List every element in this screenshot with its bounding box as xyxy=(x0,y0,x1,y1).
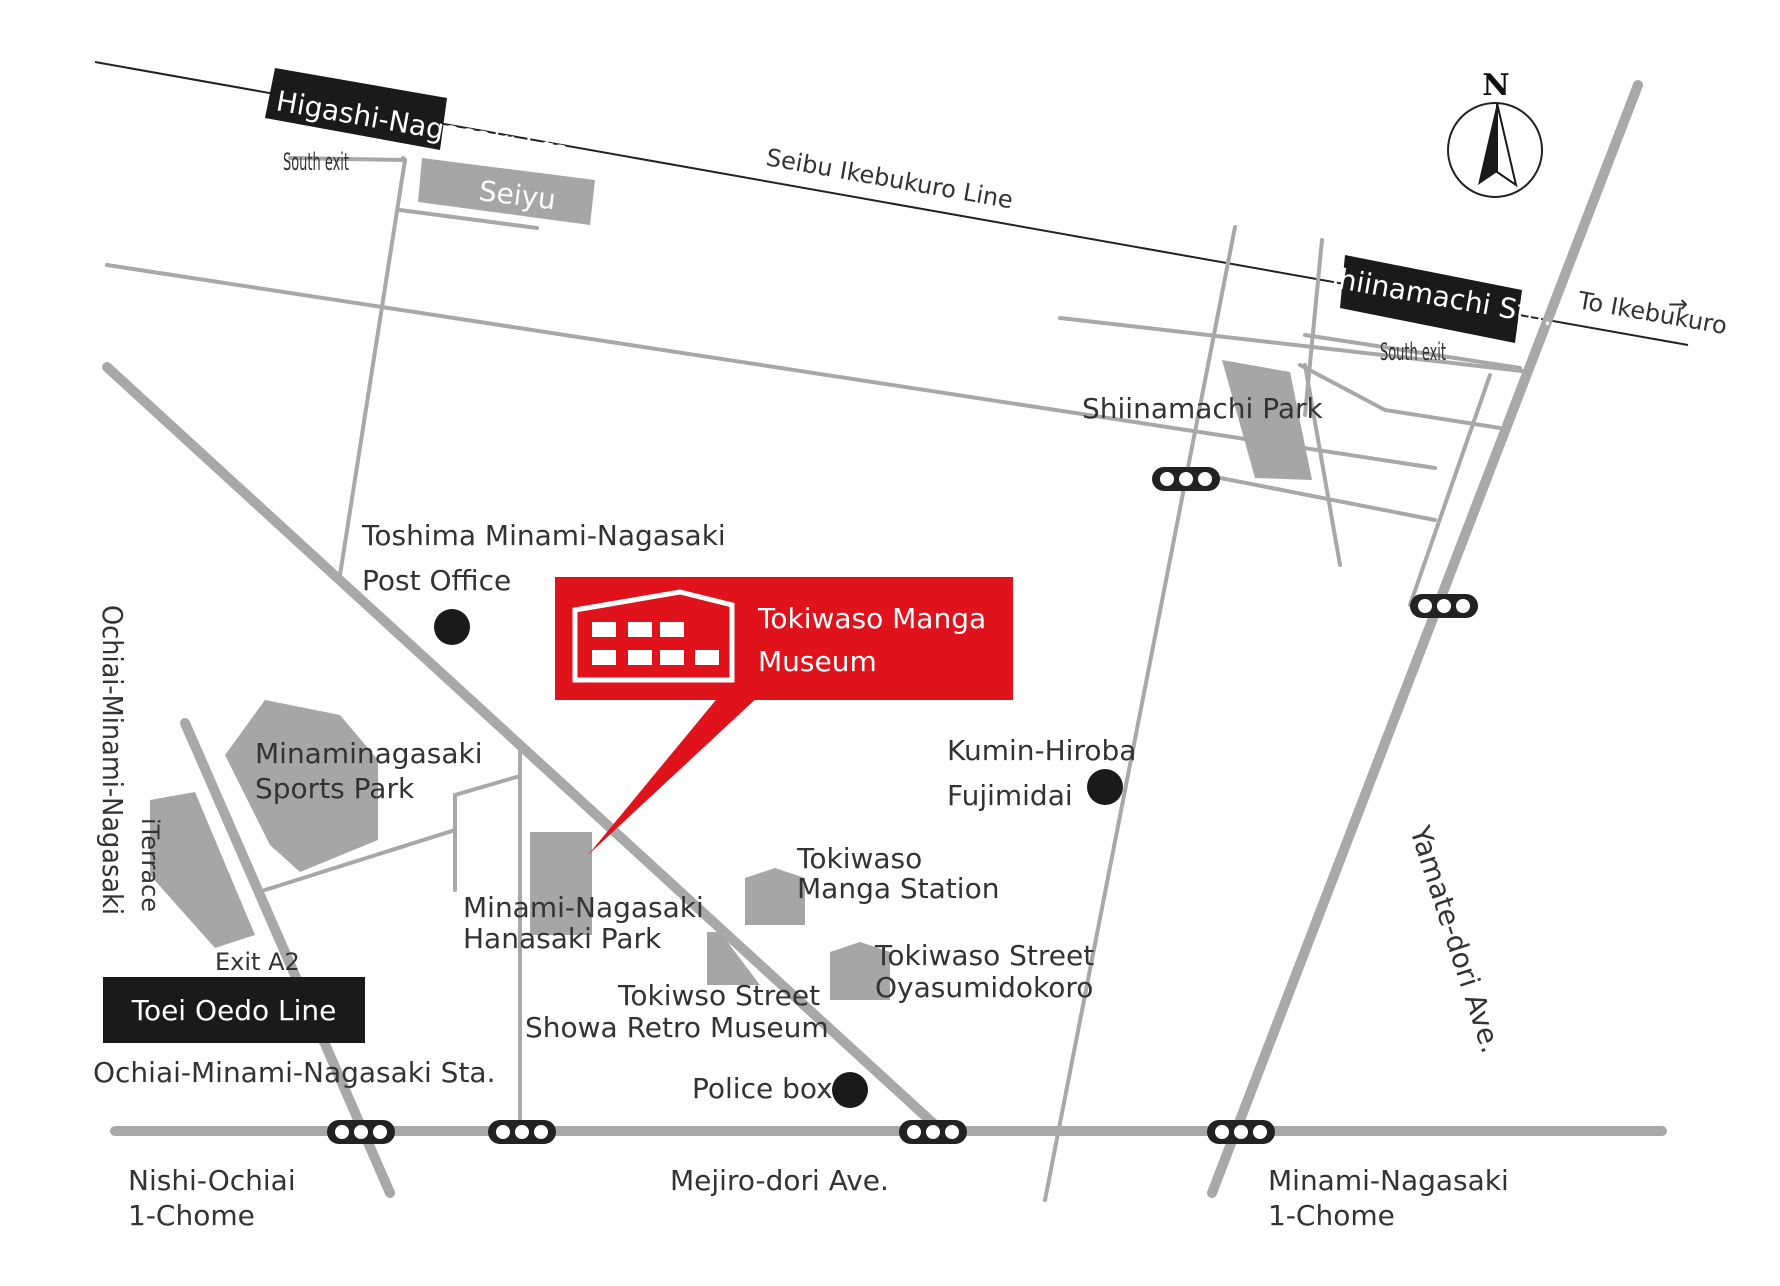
road-thin xyxy=(1058,316,1524,373)
road-yamate-dori xyxy=(1207,80,1643,1198)
museum-name-line2: Museum xyxy=(758,645,877,678)
traffic-light-icon xyxy=(899,1120,967,1144)
road-thin xyxy=(288,156,407,162)
road-thin xyxy=(398,208,539,230)
traffic-light-icon xyxy=(1152,467,1220,491)
road-thin xyxy=(1408,373,1492,607)
museum-name-line1: Tokiwaso Manga xyxy=(757,602,986,635)
label-minami-nagasaki-1: Minami-Nagasaki xyxy=(1268,1164,1509,1197)
hanasaki-park-area xyxy=(530,832,592,935)
road-ochiai xyxy=(180,718,395,1198)
label-iterrace: iTerrace xyxy=(136,818,164,912)
label-nishi-ochiai-1: Nishi-Ochiai xyxy=(128,1164,296,1197)
label-hanasaki-1: Minami-Nagasaki xyxy=(463,891,704,924)
manga-station-building xyxy=(745,868,805,925)
label-nishi-ochiai-2: 1-Chome xyxy=(128,1199,255,1232)
label-showa-1: Tokiwso Street xyxy=(617,979,820,1012)
shiinamachi-station: Shiinamachi Sta. xyxy=(1319,255,1556,343)
shiinamachi-park-area xyxy=(1222,360,1312,480)
label-showa-2: Showa Retro Museum xyxy=(525,1011,829,1044)
traffic-light-icon xyxy=(488,1120,556,1144)
toei-oedo-line-label: Toei Oedo Line xyxy=(131,994,337,1027)
post-office-marker xyxy=(434,609,470,645)
label-oyasumi-2: Oyasumidokoro xyxy=(875,971,1093,1004)
traffic-light-icon xyxy=(1207,1120,1275,1144)
label-sports-park-1: Minaminagasaki xyxy=(255,737,482,770)
label-minami-nagasaki-2: 1-Chome xyxy=(1268,1199,1395,1232)
road-thin xyxy=(1303,363,1342,567)
label-south-exit-2: South exit xyxy=(1380,338,1446,366)
museum-callout: Tokiwaso Manga Museum xyxy=(555,577,1013,855)
label-kumin-1: Kumin-Hiroba xyxy=(947,734,1136,767)
compass: N xyxy=(1447,68,1543,198)
label-mejiro: Mejiro-dori Ave. xyxy=(670,1164,889,1197)
label-exit-a2: Exit A2 xyxy=(215,948,300,976)
label-yamate: Yamate-dori Ave. xyxy=(1403,821,1508,1057)
oyasumidokoro-building xyxy=(830,942,890,1000)
ochiai-station-label: Ochiai-Minami-Nagasaki Sta. xyxy=(93,1056,496,1089)
label-oyasumi-1: Tokiwaso Street xyxy=(874,939,1094,972)
label-shiinamachi-park: Shiinamachi Park xyxy=(1082,392,1324,425)
north-arrow-icon xyxy=(1478,102,1518,188)
label-manga-station-1: Tokiwaso xyxy=(796,842,922,875)
traffic-lights xyxy=(327,467,1478,1144)
label-kumin-2: Fujimidai xyxy=(947,779,1073,812)
seiyu-building xyxy=(418,158,595,225)
museum-pointer xyxy=(588,695,760,855)
road-thin xyxy=(338,156,408,577)
kumin-hiroba-marker xyxy=(1087,769,1123,805)
road-diagonal xyxy=(102,362,940,1130)
road-thin xyxy=(1298,363,1502,430)
traffic-light-icon xyxy=(327,1120,395,1144)
arrow-right-icon: → xyxy=(1668,290,1688,318)
road-thin xyxy=(1303,333,1522,370)
road-thin xyxy=(263,774,522,892)
traffic-light-icon xyxy=(1410,594,1478,618)
buildings xyxy=(150,158,1312,1000)
label-to-ikebukuro: To Ikebukuro xyxy=(1575,286,1729,340)
road-thin xyxy=(1198,472,1437,522)
compass-label: N xyxy=(1482,68,1509,103)
label-sports-park-2: Sports Park xyxy=(255,772,415,805)
iterrace-building xyxy=(150,792,255,948)
road-thin xyxy=(1043,225,1237,1202)
label-ochiai-road: Ochiai-Minami-Nagasaki xyxy=(96,605,129,915)
road-thin xyxy=(105,263,1437,470)
label-south-exit: South exit xyxy=(283,148,349,176)
showa-museum-building xyxy=(707,932,760,985)
sports-park-area xyxy=(225,700,378,872)
label-hanasaki-2: Hanasaki Park xyxy=(463,922,662,955)
police-box-marker xyxy=(832,1072,868,1108)
toei-oedo-line-badge: Toei Oedo Line xyxy=(103,977,365,1043)
label-manga-station-2: Manga Station xyxy=(797,872,999,905)
label-police-box: Police box xyxy=(692,1072,833,1105)
label-post-office-1: Toshima Minami-Nagasaki xyxy=(361,519,726,552)
museum-building-icon xyxy=(572,589,735,683)
label-post-office-2: Post Office xyxy=(362,564,511,597)
